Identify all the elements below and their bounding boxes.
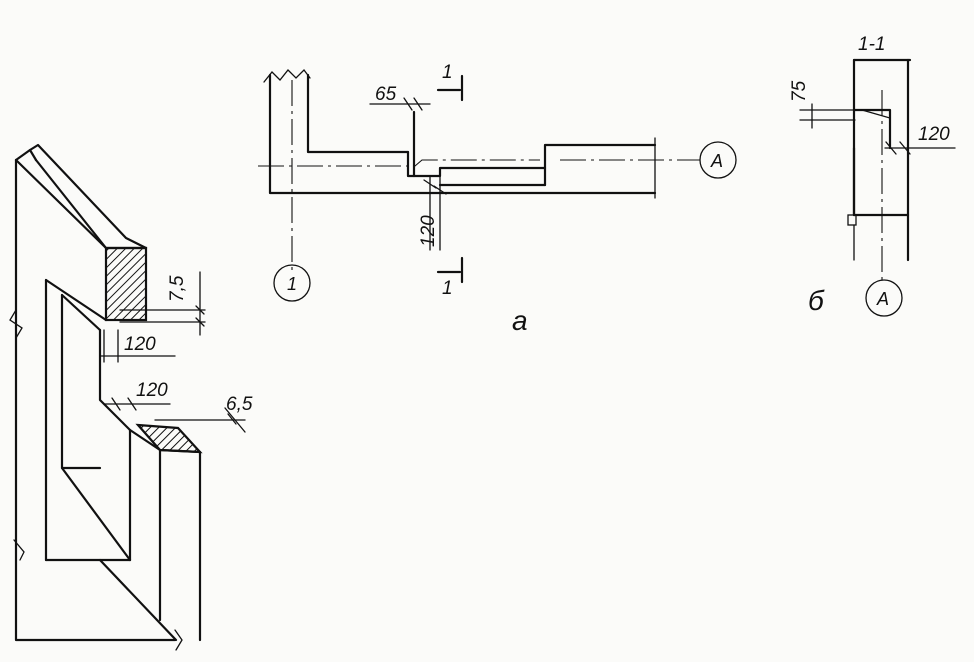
section-mark-top: 1 [442,62,453,83]
iso-dim-6-5: 6,5 [226,394,253,415]
section-hatch-bottom [135,423,203,454]
section-dim-75: 75 [789,80,810,102]
section-view-b: 1-1 [847,34,912,280]
isometric-dimensions: 7,5 120 120 6,5 [99,271,253,433]
axis-a-label: A [710,151,723,171]
plan-view-a [258,69,700,284]
isometric-frame [9,143,203,651]
section-hatch-top [104,246,148,322]
section-ledge [847,214,857,226]
caption-b: б [808,285,825,316]
iso-dim-120-top: 120 [124,334,156,355]
section-title: 1-1 [858,34,885,55]
caption-a: а [512,305,528,336]
iso-dim-7-5: 7,5 [167,275,188,302]
iso-dim-120-mid: 120 [136,380,168,401]
plan-dim-65: 65 [375,84,397,105]
section-dimensions: 75 120 A б [789,80,956,317]
section-mark-bottom: 1 [442,278,453,299]
axis-1-bubble [273,264,311,302]
section-dim-120: 120 [918,124,950,145]
axis-1-label: 1 [287,274,297,294]
section-axis-a-label: A [876,289,889,309]
section-axis-a-bubble [865,279,903,317]
plan-dim-120: 120 [418,215,439,247]
plan-dimensions: 65 120 1 1 1 A а [273,62,737,336]
axis-a-bubble [699,141,737,179]
